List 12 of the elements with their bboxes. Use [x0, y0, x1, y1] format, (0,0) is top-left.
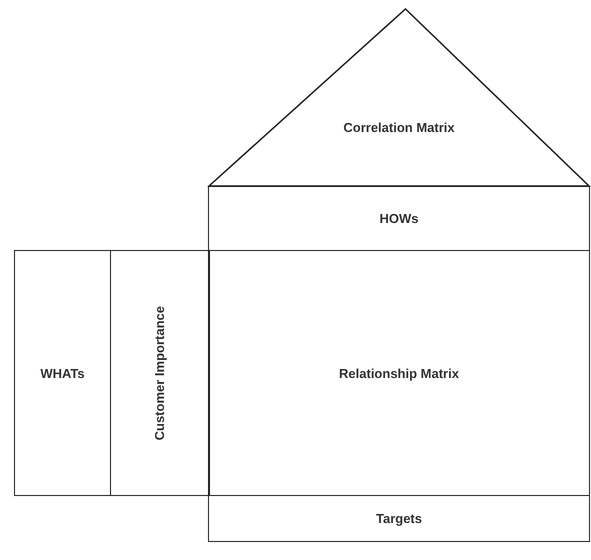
- matrix-label: HOWs: [380, 211, 418, 226]
- matrix-label: Customer Importance: [152, 306, 167, 440]
- matrix-label: Correlation Matrix: [343, 120, 455, 135]
- matrix-box: [208, 494, 590, 542]
- matrix-box: [110, 250, 210, 496]
- matrix-box: [14, 250, 111, 496]
- matrix-label: Relationship Matrix: [339, 366, 459, 380]
- matrix-label: WHATs: [40, 366, 85, 380]
- matrix-box: [208, 250, 590, 496]
- matrix-label: Targets: [376, 510, 422, 526]
- roof-triangle: [208, 8, 590, 187]
- matrix-box: [208, 186, 590, 251]
